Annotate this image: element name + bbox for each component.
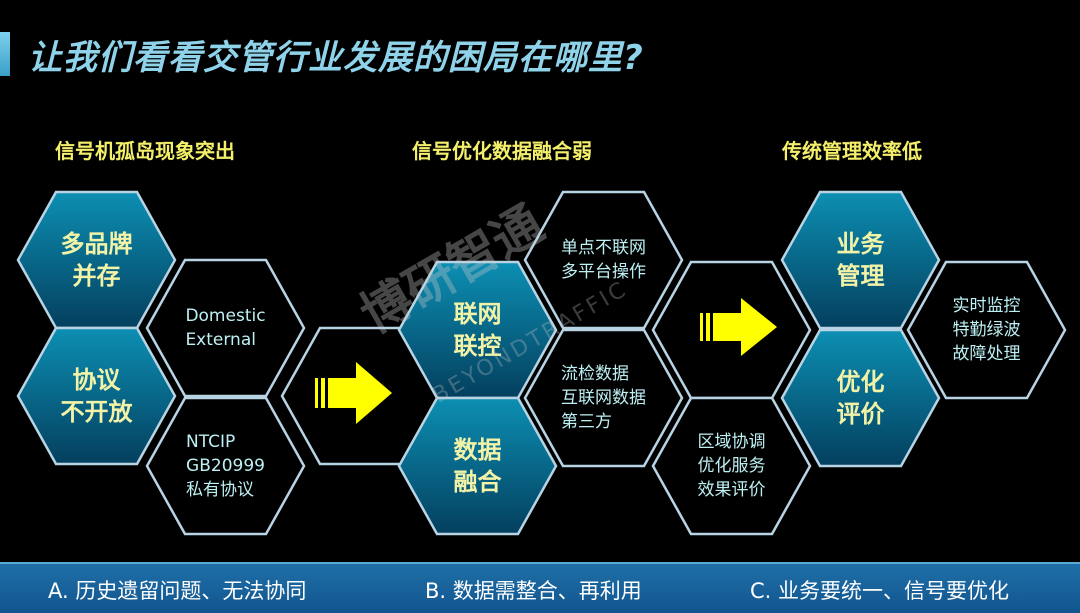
hex-line: 流检数据 — [561, 364, 629, 384]
hex-line: 第三方 — [561, 412, 612, 432]
hex-line: 效果评价 — [697, 480, 766, 500]
hex-c — [145, 258, 306, 398]
page-title: 让我们看看交管行业发展的困局在哪里? — [28, 38, 644, 78]
hex-label-k: 区域协调优化服务效果评价 — [698, 430, 766, 502]
summary-b: B. 数据需整合、再利用 — [425, 579, 642, 603]
hex-line: 并存 — [72, 262, 121, 290]
hex-label-g: 数据融合 — [454, 434, 502, 498]
hex-line: 多平台操作 — [561, 262, 646, 282]
hex-label-f: 联网联控 — [454, 298, 502, 362]
hex-label-i: 流检数据互联网数据第三方 — [561, 362, 646, 434]
hex-label-a: 多品牌并存 — [61, 228, 133, 292]
hex-line: 协议 — [72, 366, 121, 394]
hex-line: 区域协调 — [697, 432, 766, 452]
hex-m — [780, 328, 941, 468]
hex-line: 数据 — [453, 436, 502, 464]
hex-label-d: NTCIP GB20999 私有协议 — [186, 430, 265, 502]
hex-n — [906, 260, 1067, 400]
hex-k — [651, 396, 812, 536]
bottom-bar: A. 历史遗留问题、无法协同 B. 数据需整合、再利用 C. 业务要统一、信号要… — [0, 562, 1080, 613]
hex-line: 联网 — [453, 300, 502, 328]
hex-line: 单点不联网 — [561, 238, 646, 258]
hex-line: 优化服务 — [697, 456, 766, 476]
hex-line: 不开放 — [60, 398, 133, 426]
hex-line: NTCIP — [186, 432, 236, 452]
title-marker — [0, 32, 10, 76]
hex-label-h: 单点不联网多平台操作 — [561, 236, 646, 284]
hex-label-n: 实时监控特勤绿波故障处理 — [953, 294, 1021, 366]
hex-line: 评价 — [836, 400, 885, 428]
hex-line: 管理 — [836, 262, 885, 290]
hex-label-b: 协议不开放 — [61, 364, 133, 428]
hex-d — [145, 396, 306, 536]
summary-c: C. 业务要统一、信号要优化 — [750, 579, 1010, 603]
hex-line: 私有协议 — [186, 480, 255, 500]
hex-b — [16, 326, 177, 466]
arrow-2 — [700, 298, 777, 356]
hex-g — [397, 396, 558, 536]
hex-line: 实时监控 — [952, 296, 1021, 316]
hex-line: 业务 — [836, 230, 885, 258]
arrow-1 — [315, 362, 392, 424]
heading-2: 信号优化数据融合弱 — [412, 139, 592, 163]
hex-line: 故障处理 — [952, 344, 1021, 364]
hex-line: 优化 — [836, 368, 885, 396]
hex-h — [523, 190, 684, 330]
hex-line: 互联网数据 — [561, 388, 646, 408]
heading-1: 信号机孤岛现象突出 — [55, 139, 235, 163]
hex-line: External — [185, 330, 256, 350]
hex-line: 特勤绿波 — [952, 320, 1021, 340]
hex-line: 融合 — [453, 468, 502, 496]
heading-3: 传统管理效率低 — [782, 139, 922, 163]
hex-line: 联控 — [453, 332, 502, 360]
hex-i — [523, 328, 684, 468]
hex-l — [780, 190, 941, 330]
hex-line: Domestic — [185, 306, 266, 326]
hex-line: GB20999 — [186, 456, 265, 476]
hex-label-m: 优化评价 — [837, 366, 885, 430]
hex-label-l: 业务管理 — [837, 228, 885, 292]
summary-a: A. 历史遗留问题、无法协同 — [48, 579, 307, 603]
hex-line: 多品牌 — [60, 230, 133, 258]
